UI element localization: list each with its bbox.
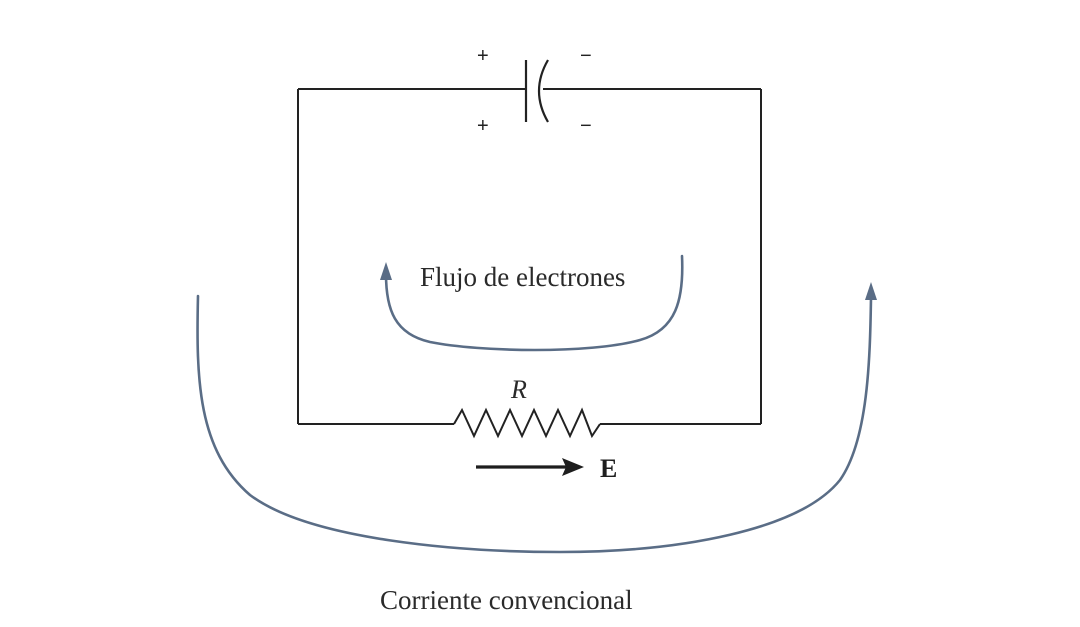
capacitor-plate-curved <box>538 59 549 123</box>
electron-flow-curve <box>384 254 684 352</box>
capacitor-sign-top-right: − <box>580 45 592 67</box>
field-label: E <box>600 454 617 483</box>
capacitor-sign-top-left: + <box>477 45 489 67</box>
conventional-current-arrowhead <box>865 282 877 300</box>
resistor-label: R <box>510 375 527 404</box>
electron-flow-label: Flujo de electrones <box>420 262 625 292</box>
electron-flow: Flujo de electrones <box>380 254 684 352</box>
electric-field-arrow: E <box>476 454 617 483</box>
capacitor: + − + − <box>477 45 592 137</box>
electron-flow-arrowhead <box>380 262 392 280</box>
field-arrowhead <box>562 458 584 476</box>
resistor-zigzag <box>453 407 601 439</box>
conventional-current-label: Corriente convencional <box>380 585 633 615</box>
conventional-current-curve <box>196 294 873 554</box>
circuit-wires <box>297 88 762 425</box>
capacitor-sign-bottom-left: + <box>477 115 489 137</box>
capacitor-sign-bottom-right: − <box>580 115 592 137</box>
conventional-current: Corriente convencional <box>196 282 877 615</box>
resistor: R <box>453 375 601 439</box>
